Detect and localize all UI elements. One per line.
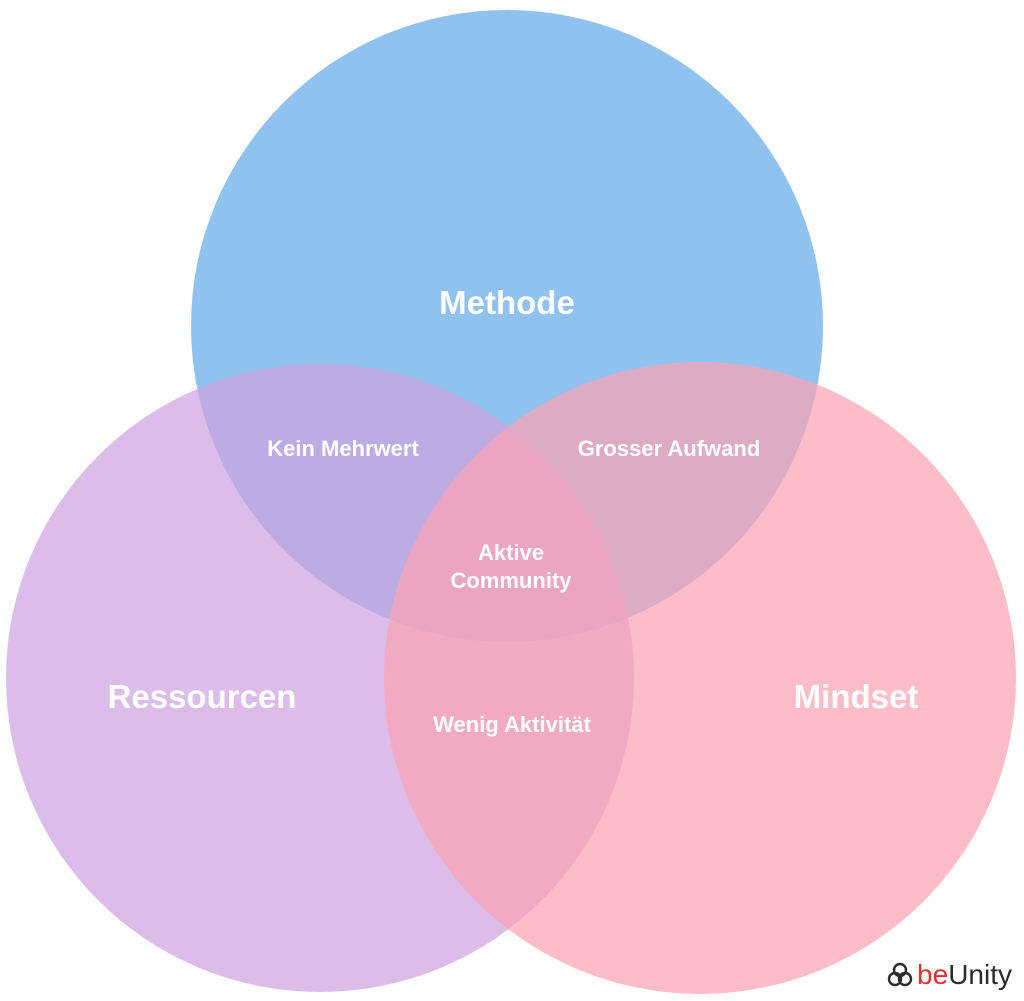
- label-methode: Methode: [439, 284, 575, 321]
- label-wenig-aktivitaet: Wenig Aktivität: [433, 712, 591, 737]
- label-community: Community: [451, 568, 573, 593]
- label-kein-mehrwert: Kein Mehrwert: [267, 436, 419, 461]
- label-grosser-aufwand: Grosser Aufwand: [578, 436, 761, 461]
- beunity-logo: beUnity: [887, 959, 1012, 991]
- label-ressourcen: Ressourcen: [108, 678, 297, 715]
- label-aktive: Aktive: [478, 540, 544, 565]
- logo-text-unity: Unity: [948, 959, 1012, 990]
- label-mindset: Mindset: [794, 678, 919, 715]
- logo-text: beUnity: [917, 959, 1012, 991]
- logo-text-be: be: [917, 959, 949, 990]
- circle-mindset: [384, 362, 1016, 994]
- community-knot-icon: [887, 962, 913, 987]
